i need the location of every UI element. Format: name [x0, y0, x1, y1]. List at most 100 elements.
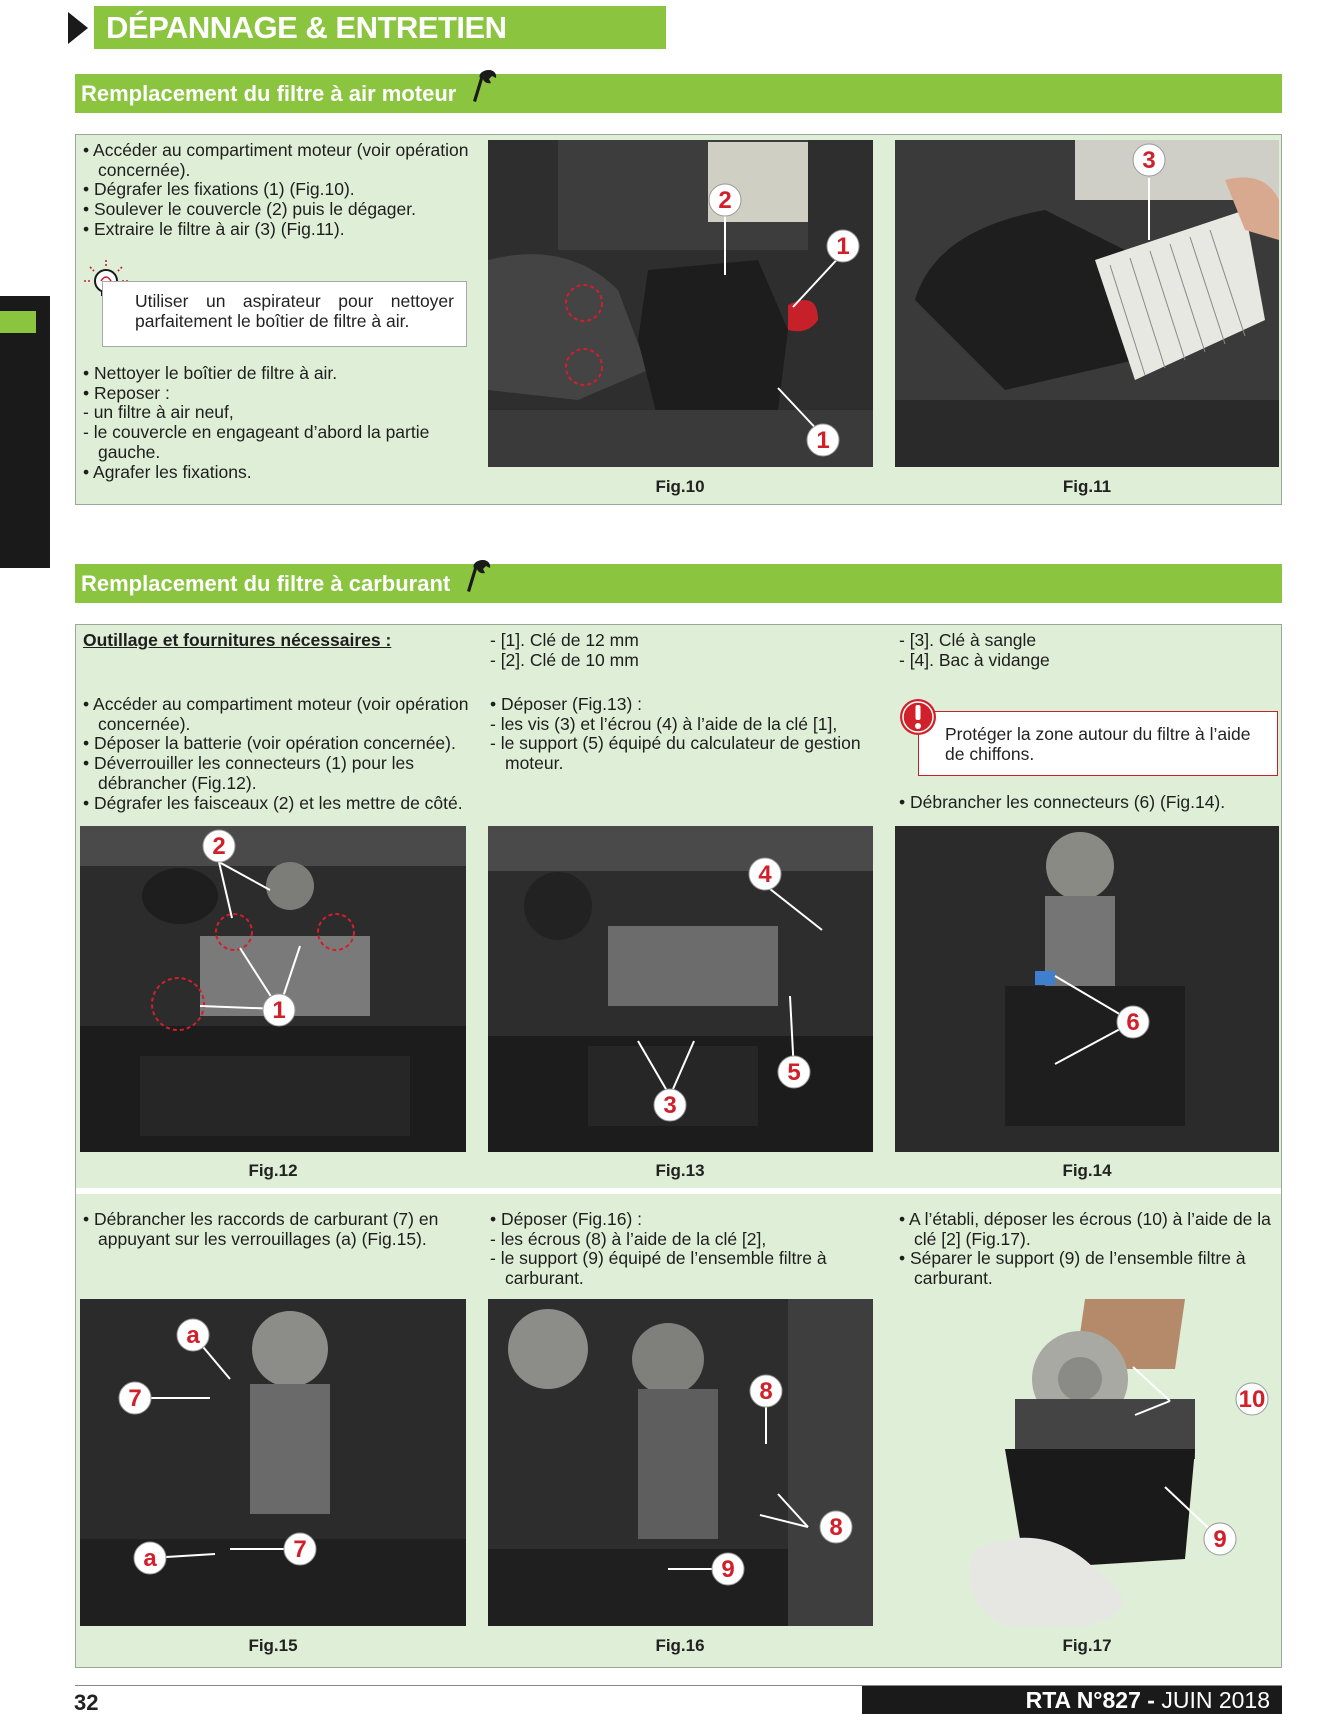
fig13-callout: 4: [758, 861, 772, 888]
text-line: • Déposer (Fig.16) :: [490, 1209, 643, 1229]
section-air-filter-bar: Remplacement du filtre à air moteur: [75, 70, 1282, 113]
text-line: gauche.: [98, 441, 161, 462]
fuel-row2-col3: • A l’établi, déposer les écrous (10) à …: [899, 1209, 1279, 1289]
side-tab-marker: [0, 311, 36, 333]
page-header-title: DÉPANNAGE & ENTRETIEN COURANT: [94, 6, 666, 88]
callout-circle: [826, 229, 860, 263]
fig11-photo: 3: [895, 140, 1279, 467]
callout-circle: [653, 1088, 687, 1122]
callout-circle: [283, 1532, 317, 1566]
callout-circle: [708, 183, 742, 217]
text-line: clé [2] (Fig.17).: [914, 1228, 1031, 1249]
text-line: - [3]. Clé à sangle: [899, 630, 1037, 650]
text-line: • Déposer la batterie (voir opération co…: [83, 733, 456, 754]
text-line: - les écrous (8) à l’aide de la clé [2],: [490, 1228, 767, 1249]
text-line: - le couvercle en engageant d’abord la p…: [83, 422, 430, 443]
text-line: • Dégrafer les fixations (1) (Fig.10).: [83, 179, 355, 200]
fig13-callout: 5: [787, 1059, 801, 1086]
callout-circle: [806, 423, 840, 457]
fig12-callout: 1: [272, 997, 286, 1024]
section-fuel-filter-title: Remplacement du filtre à carburant: [81, 571, 451, 596]
text-line: • Nettoyer le boîtier de filtre à air.: [83, 363, 338, 383]
section-air-filter-title: Remplacement du filtre à air moteur: [81, 81, 457, 106]
fig10-caption: Fig.10: [655, 477, 705, 496]
fig17-callout: 10: [1238, 1386, 1266, 1413]
text-line: • Extraire le filtre à air (3) (Fig.11).: [83, 218, 345, 239]
callout-circle: [118, 1381, 152, 1415]
fig11-caption: Fig.11: [1062, 477, 1112, 496]
text-line: • Débrancher les raccords de carburant (…: [83, 1209, 439, 1229]
text-line: • A l’établi, déposer les écrous (10) à …: [899, 1209, 1271, 1229]
callout-circle: [1116, 1005, 1150, 1039]
fig15-callout: a: [143, 1545, 157, 1572]
tools-title-text: Outillage et fournitures nécessaires :: [83, 630, 392, 650]
fig11-callout: 3: [1142, 147, 1156, 174]
fig15-callout: 7: [128, 1385, 142, 1412]
fig13-callout: 3: [663, 1092, 677, 1119]
text-line: • Déverrouiller les connecteurs (1) pour…: [83, 753, 414, 774]
fig17-photo: 10 9: [895, 1299, 1279, 1626]
fig16-callout: 8: [829, 1514, 843, 1541]
tools-title: Outillage et fournitures nécessaires :: [83, 630, 392, 651]
fuel-col1-steps: • Accéder au compartiment moteur (voir o…: [83, 694, 473, 813]
wrench-icon: [466, 558, 492, 606]
warning-icon: [898, 697, 938, 737]
text-line: carburant.: [914, 1268, 993, 1289]
text-line: • Accéder au compartiment moteur (voir o…: [83, 694, 469, 714]
fig10-callout: 2: [718, 187, 732, 214]
fig13-caption: Fig.13: [655, 1161, 705, 1180]
fig17-caption: Fig.17: [1062, 1636, 1112, 1655]
callout-circle: [749, 1374, 783, 1408]
text-line: • Accéder au compartiment moteur (voir o…: [83, 140, 469, 160]
text-line: concernée).: [98, 159, 191, 180]
text-line: moteur.: [505, 753, 564, 774]
text-line: • Reposer :: [83, 382, 170, 403]
section-fuel-filter-bar: Remplacement du filtre à carburant: [75, 560, 1282, 603]
text-line: • Déposer (Fig.13) :: [490, 694, 643, 714]
fig15-callout: a: [186, 1322, 200, 1349]
footer-magazine: RTA N°827 -: [1025, 1687, 1162, 1713]
callout-circle: [1203, 1522, 1237, 1556]
fig17-callout: 9: [1213, 1526, 1227, 1553]
tip-text: Utiliser un aspirateur pour nettoyer par…: [135, 291, 454, 331]
fuel-row2-col1: • Débrancher les raccords de carburant (…: [83, 1209, 473, 1249]
fig16-photo: 8 8 9: [488, 1299, 873, 1626]
tip-box: Utiliser un aspirateur pour nettoyer par…: [102, 281, 467, 347]
callout-circle: [176, 1318, 210, 1352]
text-line: • Séparer le support (9) de l’ensemble f…: [899, 1248, 1246, 1269]
fuel-col2-steps: • Déposer (Fig.13) : - les vis (3) et l’…: [490, 694, 880, 774]
text-line: - un filtre à air neuf,: [83, 402, 234, 423]
air-filter-steps-a: • Accéder au compartiment moteur (voir o…: [83, 140, 473, 240]
side-tab: [0, 296, 50, 568]
footer-date: JUIN 2018: [1161, 1687, 1270, 1713]
footer-band: RTA N°827 - JUIN 2018: [862, 1686, 1282, 1714]
footer-rule: [75, 1685, 1282, 1686]
text-line: • Dégrafer les faisceaux (2) et les mett…: [83, 792, 463, 813]
tools-list-mid: - [1]. Clé de 12 mm - [2]. Clé de 10 mm: [490, 630, 639, 670]
fuel-row2-col2: • Déposer (Fig.16) : - les écrous (8) à …: [490, 1209, 880, 1289]
text-line: carburant.: [505, 1268, 584, 1289]
fig12-caption: Fig.12: [248, 1161, 298, 1180]
fig15-callout: 7: [293, 1536, 307, 1563]
callout-circle: [1235, 1382, 1269, 1416]
text-line: appuyant sur les verrouillages (a) (Fig.…: [98, 1228, 427, 1249]
warning-box: Protéger la zone autour du filtre à l’ai…: [918, 711, 1278, 776]
callout-circle: [748, 857, 782, 891]
tools-list-right: - [3]. Clé à sangle - [4]. Bac à vidange: [899, 630, 1050, 670]
fuel-col3-steps: • Débrancher les connecteurs (6) (Fig.14…: [899, 792, 1279, 813]
text-line: - le support (5) équipé du calculateur d…: [490, 733, 861, 754]
fig15-photo: a 7 a 7: [80, 1299, 466, 1626]
fig15-caption: Fig.15: [248, 1636, 298, 1655]
callout-circle: [777, 1055, 811, 1089]
text-line: débrancher (Fig.12).: [98, 772, 257, 793]
text-line: - [1]. Clé de 12 mm: [490, 630, 639, 650]
fig13-photo: 4 3 5: [488, 826, 873, 1152]
fig10-photo: 2 1 1: [488, 140, 873, 467]
text-line: • Agrafer les fixations.: [83, 461, 252, 482]
air-filter-steps-b: • Nettoyer le boîtier de filtre à air. •…: [83, 363, 473, 482]
callout-circle: [262, 993, 296, 1027]
text-line: - le support (9) équipé de l’ensemble fi…: [490, 1248, 827, 1269]
row-separator: [76, 1188, 1281, 1194]
text-line: - [2]. Clé de 10 mm: [490, 649, 639, 670]
text-line: concernée).: [98, 713, 191, 734]
